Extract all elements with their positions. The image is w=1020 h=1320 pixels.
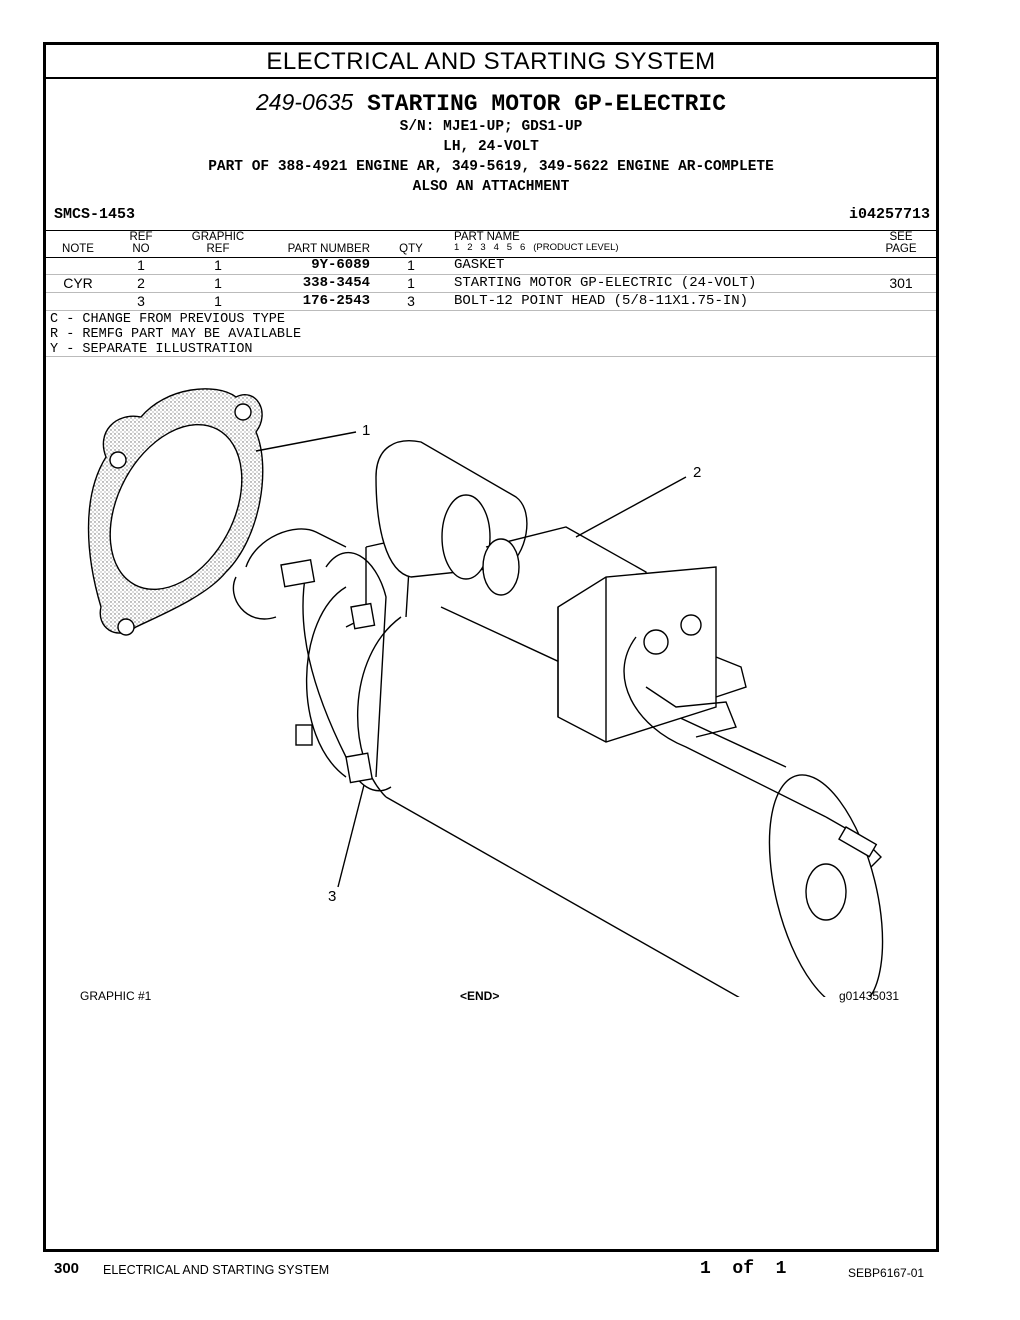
- row-ref: 1: [137, 257, 145, 273]
- group-part-number: 249-0635: [255, 89, 354, 115]
- serial-numbers: S/N: MJE1-UP; GDS1-UP: [399, 119, 583, 135]
- legend: C - CHANGE FROM PREVIOUS TYPE R - REMFG …: [46, 310, 936, 357]
- smcs-code: SMCS-1453: [54, 206, 136, 223]
- row-part-name: STARTING MOTOR GP-ELECTRIC (24-VOLT): [454, 275, 757, 291]
- legend-line: Y - SEPARATE ILLUSTRATION: [50, 342, 253, 357]
- row-graphic-ref: 1: [214, 293, 222, 309]
- callout-3: 3: [328, 888, 336, 905]
- legend-line: C - CHANGE FROM PREVIOUS TYPE: [50, 312, 285, 327]
- col-ref-line1: REF: [129, 231, 153, 243]
- table-row: 3 1 176-2543 3 BOLT-12 POINT HEAD (5/8-1…: [46, 293, 936, 311]
- col-see-line1: SEE: [889, 231, 913, 243]
- spec-line: LH, 24-VOLT: [443, 139, 539, 155]
- col-qty: QTY: [399, 243, 423, 255]
- also-line: ALSO AN ATTACHMENT: [412, 179, 570, 195]
- col-graphic-line2: REF: [206, 243, 230, 255]
- table-row: 1 1 9Y-6089 1 GASKET: [46, 257, 936, 275]
- row-qty: 1: [407, 275, 415, 291]
- table-header: NOTE REF NO GRAPHIC REF PART NUMBER QTY …: [46, 230, 936, 258]
- footer-page-number: 300: [54, 1260, 80, 1277]
- starting-motor-drawing: [232, 440, 884, 997]
- table-row: CYR 2 1 338-3454 1 STARTING MOTOR GP-ELE…: [46, 275, 936, 293]
- row-note: CYR: [63, 275, 93, 291]
- group-name: STARTING MOTOR GP-ELECTRIC: [367, 91, 727, 117]
- col-ref-line2: NO: [132, 243, 150, 255]
- row-part-number: 9Y-6089: [311, 257, 370, 273]
- col-product-levels: 1 2 3 4 5 6 (PRODUCT LEVEL): [454, 242, 619, 253]
- callout-leader-1: [255, 431, 357, 452]
- graphic-id: g01435031: [839, 989, 900, 1003]
- col-graphic-line1: GRAPHIC: [191, 231, 245, 243]
- legend-line: R - REMFG PART MAY BE AVAILABLE: [50, 327, 302, 342]
- col-part-name: PART NAME: [454, 231, 520, 243]
- graphic-label: GRAPHIC #1: [80, 989, 152, 1003]
- end-label: <END>: [460, 989, 500, 1003]
- row-part-name: GASKET: [454, 257, 505, 273]
- row-part-number: 338-3454: [302, 275, 370, 291]
- row-part-name: BOLT-12 POINT HEAD (5/8-11X1.75-IN): [454, 293, 749, 309]
- row-ref: 2: [137, 275, 145, 291]
- row-see-page: 301: [889, 275, 913, 291]
- footer-doc-id: SEBP6167-01: [848, 1266, 925, 1280]
- footer-section: ELECTRICAL AND STARTING SYSTEM: [103, 1263, 330, 1277]
- col-part-number: PART NUMBER: [287, 243, 370, 255]
- row-part-number: 176-2543: [302, 293, 370, 309]
- callout-2: 2: [693, 464, 701, 481]
- row-qty: 1: [407, 257, 415, 273]
- row-ref: 3: [137, 293, 145, 309]
- exploded-view-illustration: 1 2 3: [87, 388, 884, 997]
- row-graphic-ref: 1: [214, 275, 222, 291]
- row-graphic-ref: 1: [214, 257, 222, 273]
- illustration-id: i04257713: [848, 206, 930, 223]
- section-title: ELECTRICAL AND STARTING SYSTEM: [46, 45, 936, 79]
- col-note: NOTE: [62, 243, 94, 255]
- group-title: 249-0635 STARTING MOTOR GP-ELECTRIC: [46, 89, 936, 117]
- row-qty: 3: [407, 293, 415, 309]
- callout-leader-2: [575, 476, 687, 538]
- footer-page-of: 1 of 1: [700, 1259, 787, 1279]
- gasket-drawing: [87, 388, 264, 636]
- part-of-line: PART OF 388-4921 ENGINE AR, 349-5619, 34…: [208, 159, 774, 175]
- callout-1: 1: [362, 422, 370, 439]
- callout-leader-3: [337, 784, 365, 888]
- col-see-line2: PAGE: [885, 243, 917, 255]
